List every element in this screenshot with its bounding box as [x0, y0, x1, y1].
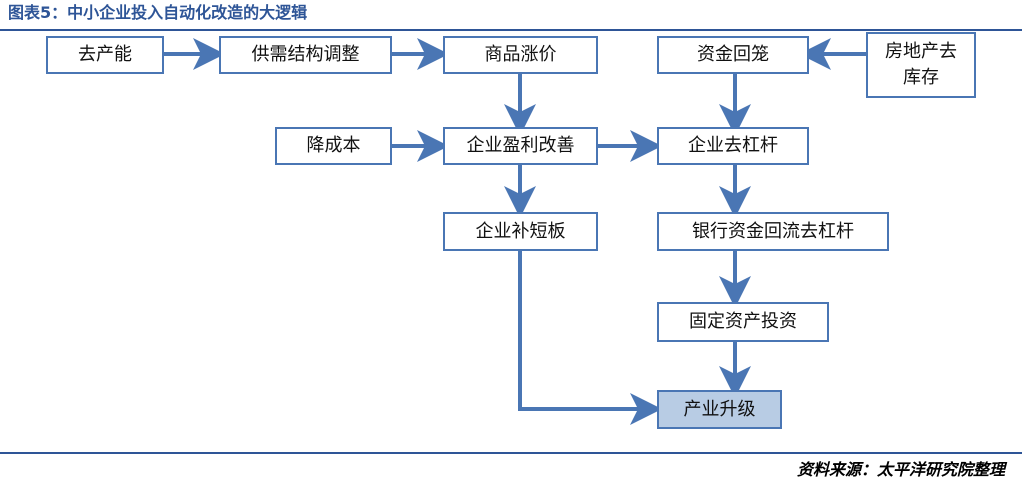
node-bank-capital: 银行资金回流去杠杆	[657, 212, 889, 251]
top-divider	[0, 29, 1022, 31]
node-fixed-investment: 固定资产投资	[657, 302, 829, 342]
node-cut-cost: 降成本	[275, 127, 392, 165]
arrow-fillgaps-to-upgrade	[518, 251, 662, 425]
node-real-estate: 房地产去库存	[866, 32, 976, 98]
bottom-divider	[0, 452, 1022, 454]
node-deleverage: 企业去杠杆	[657, 127, 809, 165]
node-capital-return: 资金回笼	[657, 36, 809, 74]
node-supply-structure: 供需结构调整	[219, 36, 392, 74]
node-upgrade: 产业升级	[657, 390, 782, 429]
figure-title: 图表5：中小企业投入自动化改造的大逻辑	[8, 3, 308, 22]
node-fill-gaps: 企业补短板	[443, 212, 598, 251]
node-price-rise: 商品涨价	[443, 36, 598, 74]
node-cut-capacity: 去产能	[46, 36, 164, 74]
source-note: 资料来源：太平洋研究院整理	[796, 460, 1005, 479]
node-profit-improve: 企业盈利改善	[443, 127, 598, 165]
